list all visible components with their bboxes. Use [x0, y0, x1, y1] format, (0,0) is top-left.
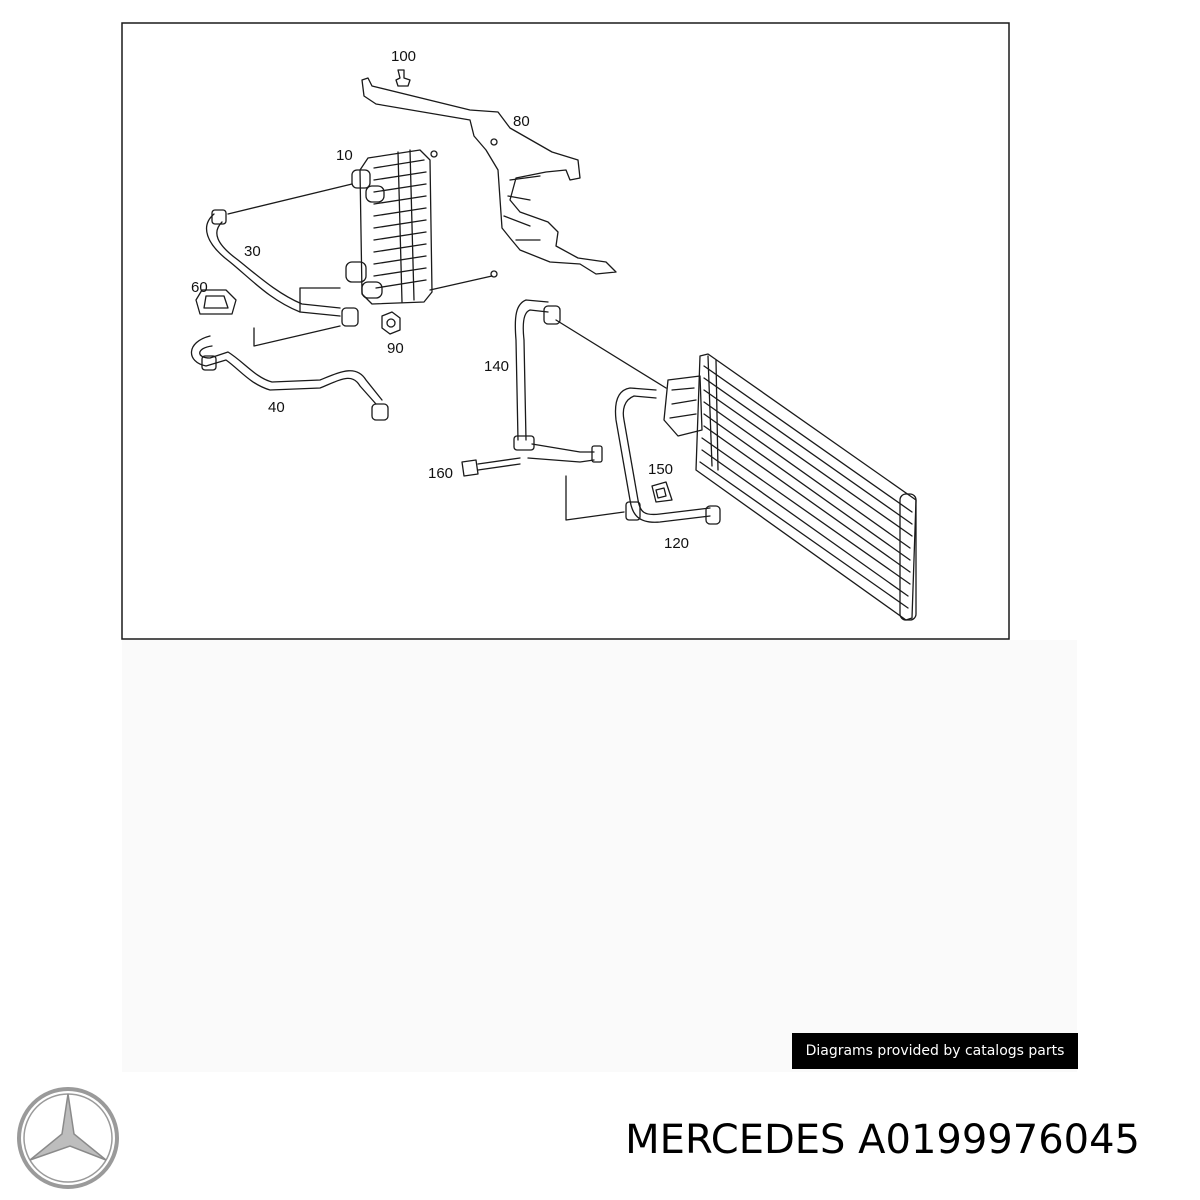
callout-160: 160 — [428, 465, 454, 482]
part-cooler-radiator — [663, 353, 917, 621]
callout-80: 80 — [513, 113, 530, 130]
part-40-pipe — [190, 335, 389, 421]
callout-100: 100 — [391, 48, 417, 65]
part-10-oil-cooler — [345, 149, 438, 305]
part-160-bolt — [461, 457, 521, 477]
part-80-bracket — [361, 77, 617, 278]
part-140-pipe — [513, 299, 667, 463]
part-90-nut — [381, 311, 401, 335]
callout-60: 60 — [191, 279, 208, 296]
callout-140: 140 — [484, 358, 510, 375]
part-number-title: MERCEDES A0199976045 — [625, 1117, 1140, 1163]
watermark-label: Diagrams provided by catalogs parts — [792, 1033, 1078, 1069]
part-120-pipe — [565, 387, 721, 525]
leader-lines-left — [253, 287, 341, 347]
part-60-clip — [195, 289, 237, 315]
callout-90: 90 — [387, 340, 404, 357]
mercedes-star-icon — [17, 1087, 119, 1189]
part-30-pipe — [205, 183, 359, 327]
callout-120: 120 — [664, 535, 690, 552]
callout-150: 150 — [648, 461, 674, 478]
callout-10: 10 — [336, 147, 353, 164]
part-100-clip — [395, 69, 411, 87]
diagram-backdrop — [122, 640, 1077, 1072]
callout-30: 30 — [244, 243, 261, 260]
part-150-clip — [651, 481, 673, 503]
diagram-frame — [121, 22, 1010, 640]
callout-40: 40 — [268, 399, 285, 416]
leader-line-cooler — [429, 275, 493, 291]
